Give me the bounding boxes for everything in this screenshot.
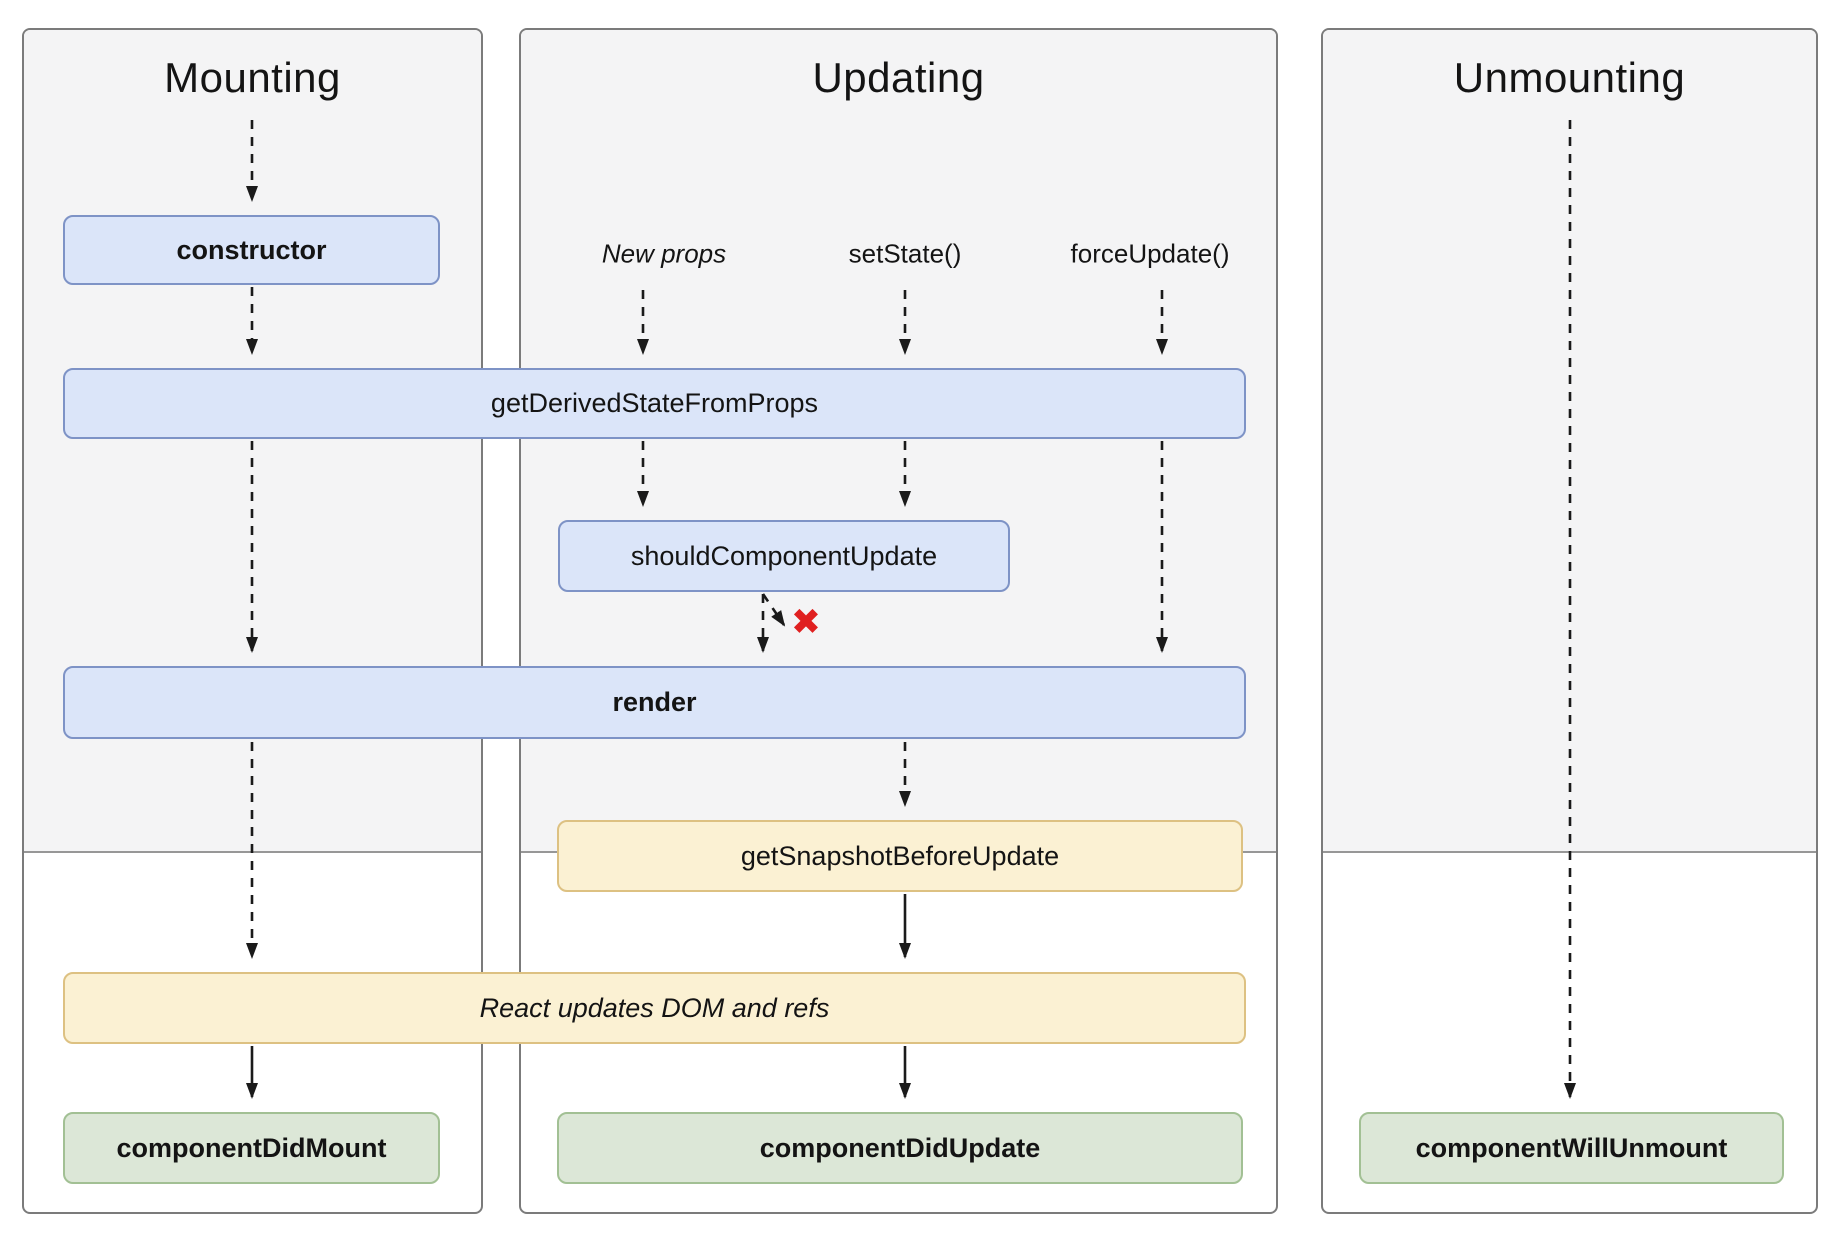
constructor-box[interactable]: constructor (63, 215, 440, 285)
cancel-update-icon: ✖ (790, 601, 822, 642)
getderivedstatefromprops-box[interactable]: getDerivedStateFromProps (63, 368, 1246, 439)
shouldcomponentupdate-box[interactable]: shouldComponentUpdate (558, 520, 1010, 592)
componentdidmount-box[interactable]: componentDidMount (63, 1112, 440, 1184)
componentdidupdate-box[interactable]: componentDidUpdate (557, 1112, 1243, 1184)
mounting-title: Mounting (164, 54, 341, 101)
label-setstate: setState() (848, 238, 962, 269)
react-updates-dom-box: React updates DOM and refs (63, 972, 1246, 1044)
unmounting-render-phase-region: Unmounting (1323, 30, 1816, 853)
getsnapshotbeforeupdate-box[interactable]: getSnapshotBeforeUpdate (557, 820, 1243, 892)
render-box[interactable]: render (63, 666, 1246, 739)
label-forceupdate: forceUpdate() (1070, 238, 1230, 269)
panel-unmounting: Unmounting (1321, 28, 1818, 1214)
componentwillunmount-box[interactable]: componentWillUnmount (1359, 1112, 1784, 1184)
updating-title: Updating (812, 54, 985, 101)
unmounting-title: Unmounting (1453, 54, 1686, 101)
label-new-props: New props (601, 238, 727, 269)
